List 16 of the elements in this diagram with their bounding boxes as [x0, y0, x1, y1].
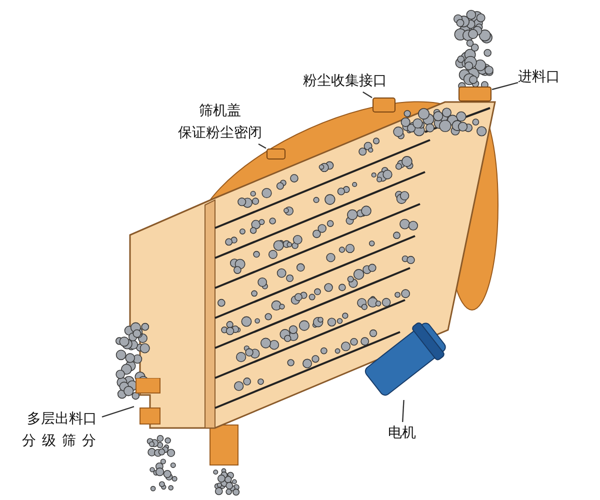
part-note: 保证粉尘密闭: [178, 124, 262, 143]
dust-port-drawing: [458, 86, 492, 102]
part-note: 分级筛分: [22, 432, 102, 451]
part-label: 电机: [388, 422, 416, 444]
feed-inlet-drawing: [134, 378, 162, 426]
part-label: 筛机盖: [198, 102, 242, 121]
part-label: 多层出料口: [26, 410, 98, 429]
outlet-drawing: [372, 97, 396, 113]
part-label: 进料口: [518, 66, 560, 88]
part-label: 粉尘收集接口: [303, 70, 387, 92]
leader-line: [258, 143, 266, 149]
leader-line: [402, 400, 404, 422]
leader-line: [102, 406, 134, 418]
leader-line: [492, 82, 518, 90]
cover-latch-drawing: [266, 148, 286, 160]
leader-line: [362, 91, 372, 98]
